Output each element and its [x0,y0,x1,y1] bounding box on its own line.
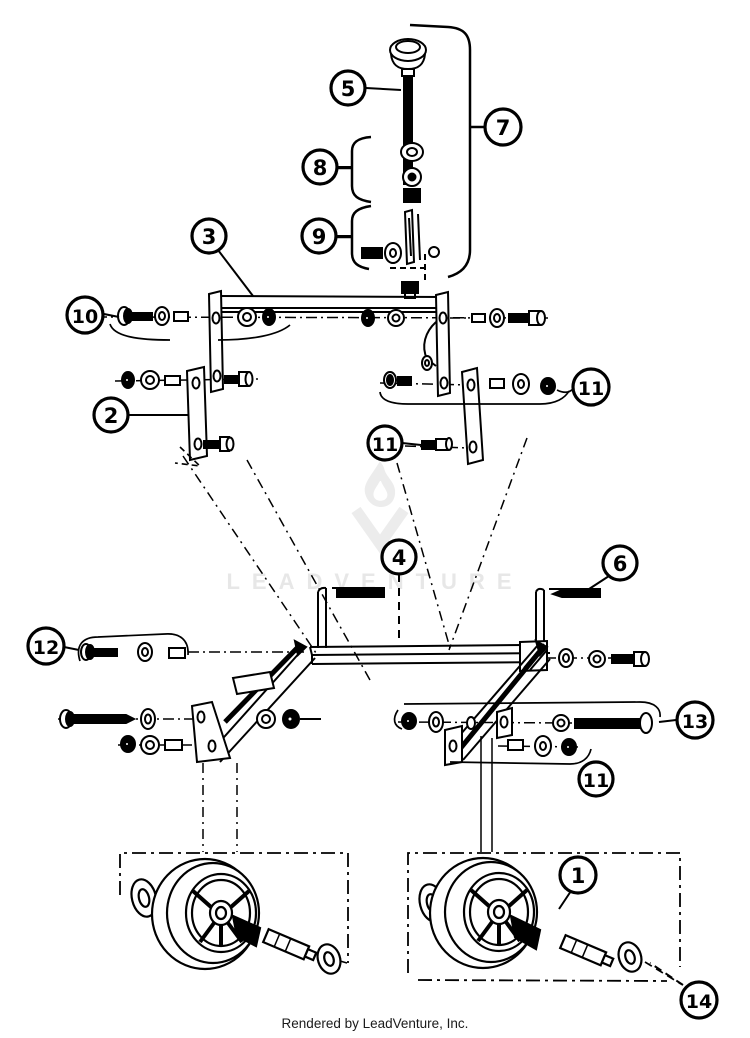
callout-12[interactable]: 12 [26,626,66,666]
right-upper-bolt-set [450,308,546,328]
spokes [191,889,251,946]
row-11-upper-right [379,371,574,405]
svg-text:9: 9 [312,225,327,249]
row-11-middle [421,437,453,451]
step-flange [231,670,276,696]
callout-11-upper-right[interactable]: 11 [571,367,611,407]
axle-bolt [509,914,542,951]
callout-1[interactable]: 1 [558,855,598,895]
callout-3[interactable]: 3 [190,217,228,255]
bolt-head [639,712,653,734]
svg-text:3: 3 [202,225,217,249]
axle-sleeve [558,933,608,967]
construction-lines [58,316,612,964]
spacer [471,313,486,323]
watermark-v-icon-inner [367,508,393,530]
callout-4[interactable]: 4 [380,538,418,576]
right-grip [550,589,601,598]
left-arm-assembly [190,639,321,764]
svg-text:14: 14 [686,991,712,1013]
square-nut [403,188,421,203]
footer-credit: Rendered by LeadVenture, Inc. [282,1016,469,1031]
wheel-boxes [119,852,681,982]
right-bar-bolt-set [558,648,650,668]
group-10-hardware [109,306,405,341]
group-12-hardware [77,633,189,662]
group-13-hardware [393,701,661,765]
row-11-lower [507,735,577,757]
axle-sleeve [261,927,311,961]
callout-8[interactable]: 8 [301,148,339,186]
bracket-7-brace [409,23,486,279]
spacer [421,440,435,450]
callout-13[interactable]: 13 [675,700,715,740]
callout-11-middle[interactable]: 11 [366,424,404,462]
long-bolt-row [59,708,156,730]
spacer [489,378,505,389]
svg-text:8: 8 [313,156,328,180]
upper-frame-bar [207,289,452,398]
svg-text:10: 10 [72,306,98,328]
right-wheel-assembly [418,856,682,985]
callout-6[interactable]: 6 [601,544,639,582]
callout-10[interactable]: 10 [65,295,105,335]
left-grip [336,589,385,598]
svg-text:13: 13 [682,711,708,733]
spacer [507,739,524,751]
bracket-plate [185,365,209,462]
left-bracket-2 [121,365,254,468]
svg-text:12: 12 [33,637,59,659]
svg-text:2: 2 [104,404,119,428]
callout-14[interactable]: 14 [679,980,719,1020]
watermark-flame-icon-cut [373,481,388,501]
callouts: 5 7 8 9 3 10 2 11 [26,69,719,1020]
lower-frame [309,586,601,673]
svg-text:1: 1 [571,864,586,888]
group-9-hardware [337,204,440,299]
svg-text:5: 5 [341,77,356,101]
svg-text:11: 11 [578,378,604,400]
spacer [173,311,189,322]
callout-9[interactable]: 9 [300,217,338,255]
svg-text:4: 4 [392,546,407,570]
svg-text:11: 11 [583,770,609,792]
spacer [361,247,383,259]
watermark-v-icon [351,506,409,554]
spacer [164,739,183,751]
axle-bolt [231,914,262,948]
right-bracket-plate [460,366,485,466]
callout-2[interactable]: 2 [92,396,130,434]
svg-text:6: 6 [613,552,628,576]
left-nut-row [120,735,183,755]
svg-text:7: 7 [496,116,511,140]
leadventure-watermark: LEADVENTURE [226,461,512,594]
spokes [469,888,529,945]
part-carriage-bolt [389,38,427,185]
callout-5[interactable]: 5 [329,69,367,107]
callout-11-lower[interactable]: 11 [577,760,615,798]
square-head-bolt [401,281,419,294]
left-wheel-assembly [130,857,342,975]
callout-7[interactable]: 7 [483,107,523,147]
arm-end-plate [190,700,232,764]
svg-text:11: 11 [372,434,398,456]
hole [428,246,440,258]
spacer [164,375,181,386]
spacer [168,647,186,659]
callout-leaders [63,87,684,986]
group-8-hardware [337,135,424,204]
